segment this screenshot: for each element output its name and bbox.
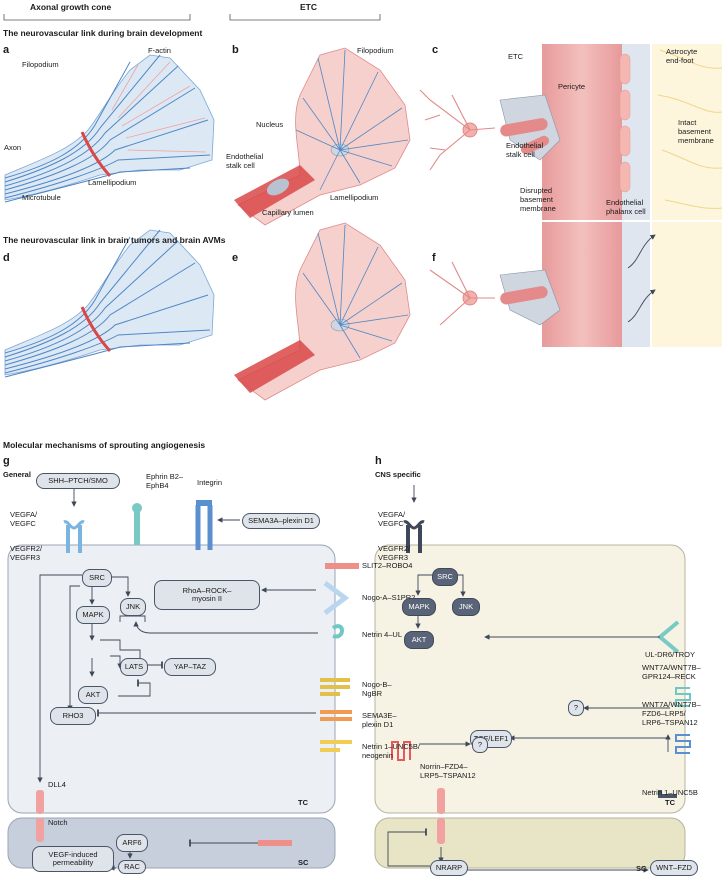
label-sc-h: SC — [636, 864, 647, 873]
vessel-f — [429, 222, 722, 347]
node-mapk-h: MAPK — [402, 598, 436, 616]
label-factin: F-actin — [148, 46, 171, 55]
label-lamellipodium-b: Lamellipodium — [330, 193, 379, 202]
header-brackets — [3, 14, 381, 21]
node-arf6: ARF6 — [116, 834, 148, 852]
node-question-2: ? — [472, 737, 488, 753]
node-src-g: SRC — [82, 569, 112, 587]
label-filopodium-b: Filopodium — [357, 46, 394, 55]
label-pericyte: Pericyte — [558, 82, 586, 91]
g-title: General — [3, 470, 31, 479]
node-nrarp: NRARP — [430, 860, 468, 876]
label-tc-g: TC — [298, 798, 308, 807]
label-dll4: DLL4 — [48, 780, 66, 789]
label-sema3e: SEMA3E– plexin D1 — [362, 711, 397, 729]
label-axon: Axon — [4, 143, 22, 152]
label-wnt-gpr124: WNT7A/WNT7B– GPR124–RECK — [642, 663, 701, 681]
label-vegfr-g: VEGFR2/ VEGFR3 — [10, 544, 43, 562]
section-dev-title: The neurovascular link during brain deve… — [3, 28, 203, 38]
label-nogob: Nogo-B– NgBR — [362, 680, 392, 698]
label-phalanx: Endothelial phalanx cell — [606, 198, 646, 216]
label-stalk-b: Endothelial stalk cell — [226, 152, 264, 170]
label-microtubule: Microtubule — [22, 193, 61, 202]
label-astro: Astrocyte end-foot — [666, 47, 698, 65]
label-nucleus: Nucleus — [256, 120, 284, 129]
label-netrin1-h: Netrin 1–UNC5B — [642, 788, 698, 797]
node-question-1: ? — [568, 700, 584, 716]
label-lamellipodium-a: Lamellipodium — [88, 178, 137, 187]
section-tumor-title: The neurovascular link in brain tumors a… — [3, 235, 226, 245]
panel-letter-f: f — [432, 252, 436, 264]
node-sema3a: SEMA3A–plexin D1 — [242, 513, 320, 529]
header-axonal: Axonal growth cone — [30, 2, 112, 12]
panel-letter-b: b — [232, 44, 239, 56]
h-title: CNS specific — [375, 470, 421, 479]
label-nogoa: Nogo-A–S1PR2 — [362, 593, 416, 602]
label-integrin: Integrin — [197, 478, 223, 487]
node-lats: LATS — [120, 658, 148, 676]
node-akt-h: AKT — [404, 631, 434, 649]
node-mapk-g: MAPK — [76, 606, 110, 624]
label-lumen: Capillary lumen — [262, 208, 314, 217]
label-intact-bm: Intact basement membrane — [678, 118, 714, 145]
growth-cone-a — [4, 54, 215, 203]
label-ephrin: Ephrin B2– EphB4 — [146, 472, 184, 490]
label-slit: SLIT2–ROBO4 — [362, 561, 413, 570]
node-src-h: SRC — [432, 568, 458, 586]
node-shh: SHH–PTCH/SMO — [36, 473, 120, 489]
label-netrin1-g: Netrin 1–UNC5B/ neogenin — [362, 742, 420, 760]
panel-g-graphics — [7, 487, 359, 871]
panel-letter-c: c — [432, 44, 439, 56]
node-rac: RAC — [118, 860, 146, 874]
label-vegfr-h: VEGFR2/ VEGFR3 — [378, 544, 411, 562]
header-etc: ETC — [300, 2, 317, 12]
label-vegfa-g: VEGFA/ VEGFC — [10, 510, 38, 528]
label-disrupted-bm: Disrupted basement membrane — [520, 186, 556, 213]
label-notch: Notch — [48, 818, 68, 827]
label-uldr6: UL-DR6/TROY — [645, 650, 696, 659]
vessel-c — [419, 44, 722, 220]
tip-cell-b — [234, 47, 411, 226]
label-vegfa-h: VEGFA/ VEGFC — [378, 510, 406, 528]
panel-letter-g: g — [3, 455, 10, 467]
label-tc-h: TC — [665, 798, 675, 807]
panel-letter-a: a — [3, 44, 10, 56]
node-yap: YAP–TAZ — [164, 658, 216, 676]
node-rhoa: RhoA–ROCK– myosin II — [154, 580, 260, 610]
node-jnk-g: JNK — [120, 598, 146, 616]
panel-letter-e: e — [232, 252, 239, 264]
label-netrin4: Netrin 4–UL — [362, 630, 403, 639]
node-akt-g: AKT — [78, 686, 108, 704]
label-norrin: Norrin–FZD4– LRP5–TSPAN12 — [420, 762, 476, 780]
node-jnk-h: JNK — [452, 598, 480, 616]
tip-cell-e — [234, 222, 411, 401]
panel-letter-h: h — [375, 455, 382, 467]
panel-letter-d: d — [3, 252, 10, 264]
label-stalk-c: Endothelial stalk cell — [506, 141, 544, 159]
node-rho3: RHO3 — [50, 707, 96, 725]
node-vegf-permeability: VEGF-induced permeability — [32, 846, 114, 872]
label-wnt-fzd6: WNT7A/WNT7B– FZD6–LRP5/ LRP6–TSPAN12 — [642, 700, 701, 727]
label-sc-g: SC — [298, 858, 309, 867]
label-filopodium-a: Filopodium — [22, 60, 59, 69]
label-etc-c: ETC — [508, 52, 523, 61]
section-mol-title: Molecular mechanisms of sprouting angiog… — [3, 440, 206, 450]
growth-cone-d — [4, 229, 215, 378]
